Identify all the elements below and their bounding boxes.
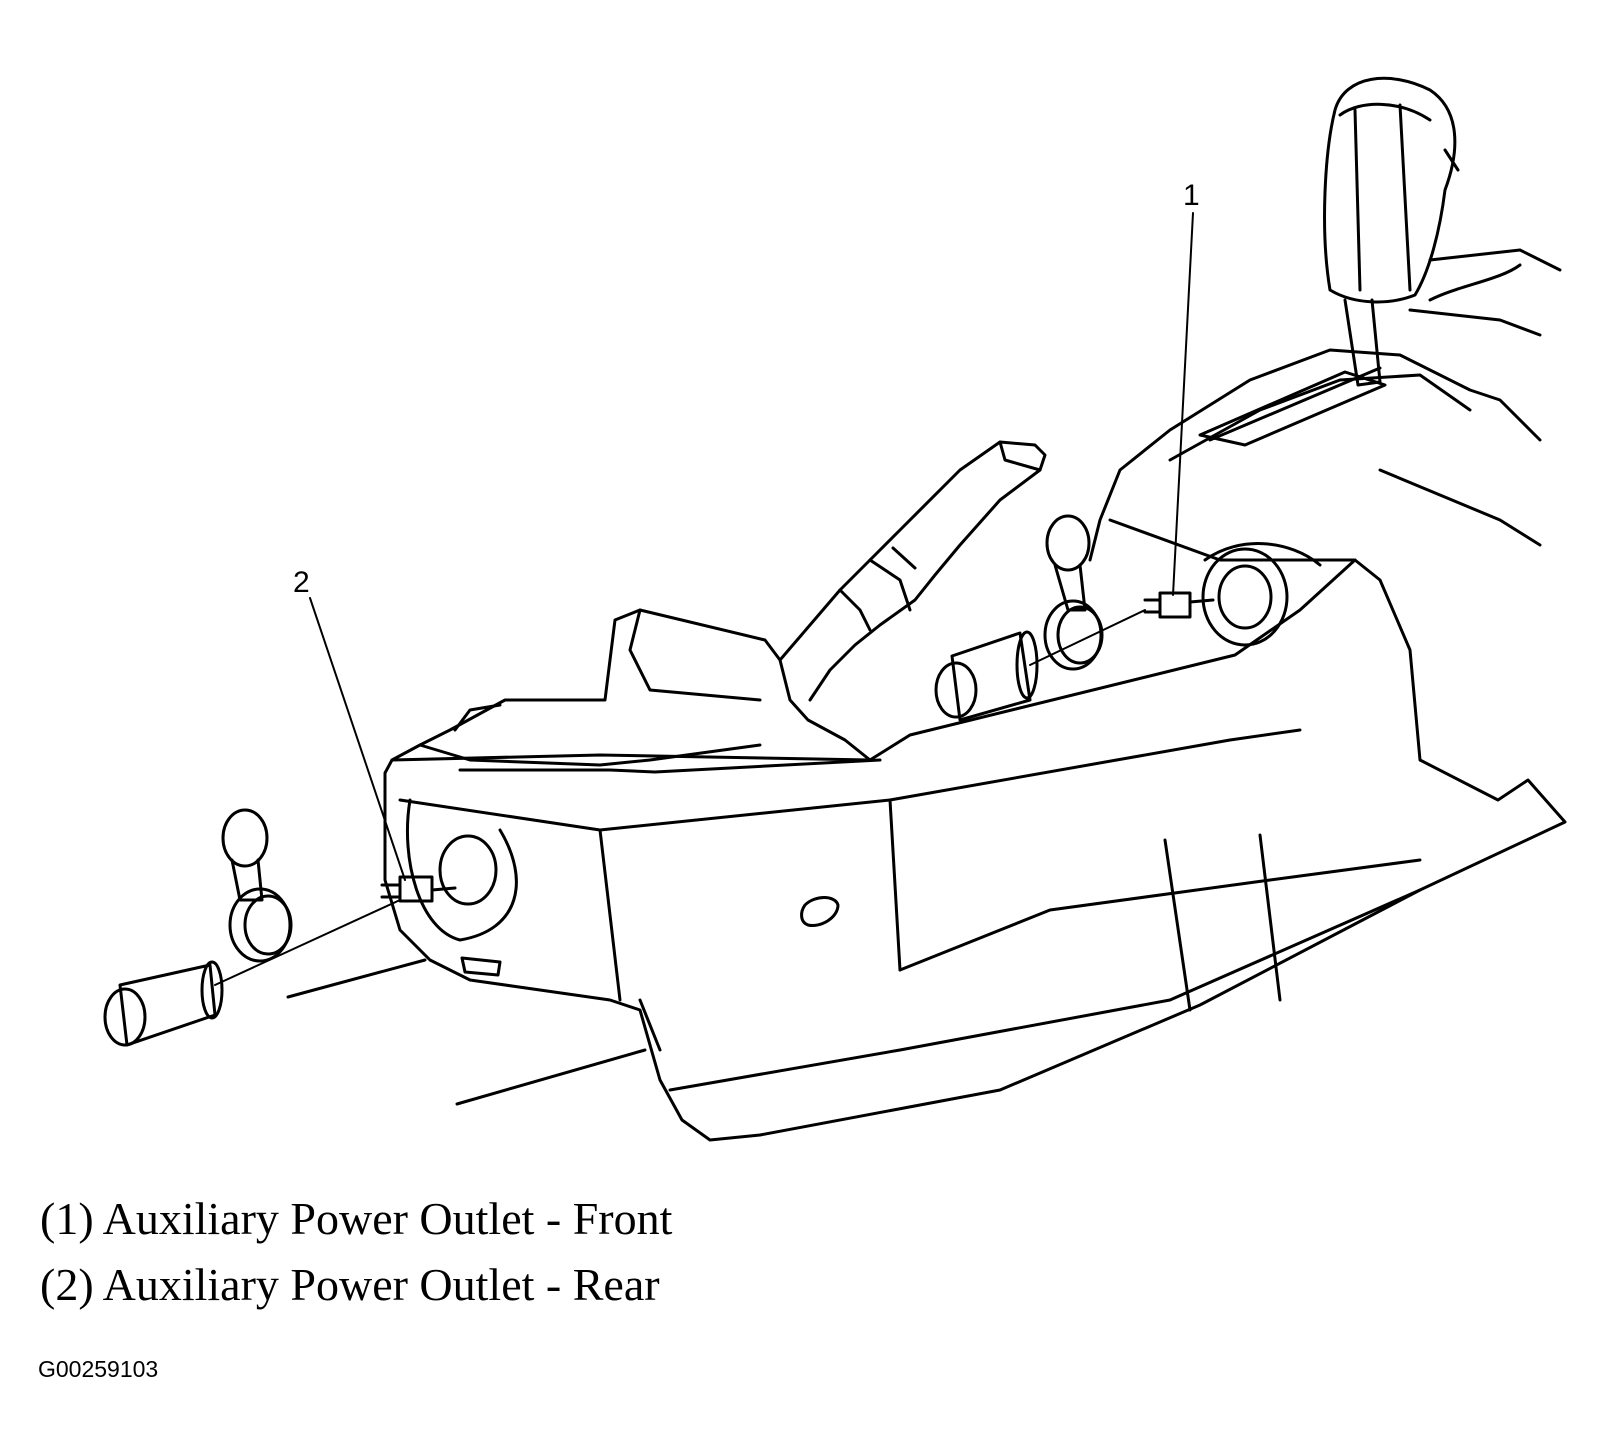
callout-1: 1 [1172, 179, 1200, 596]
shifter-surround [1088, 248, 1562, 562]
front-outlet-assembly [934, 514, 1215, 722]
rear-outlet-assembly [103, 808, 498, 1047]
legend-item-rear-outlet: (2) Auxiliary Power Outlet - Rear [40, 1259, 660, 1310]
callout-2: 2 [293, 566, 406, 881]
figure-id: G00259103 [38, 1356, 159, 1382]
floor-lines [286, 958, 662, 1106]
front-outlet-opening [1201, 542, 1322, 647]
parking-brake-handle [778, 440, 1047, 702]
gear-shift-knob [1323, 76, 1460, 387]
legend-item-front-outlet: (1) Auxiliary Power Outlet - Front [40, 1193, 673, 1244]
callout-2-number: 2 [293, 566, 310, 599]
callout-1-number: 1 [1183, 179, 1200, 212]
console-body [383, 558, 1567, 1142]
